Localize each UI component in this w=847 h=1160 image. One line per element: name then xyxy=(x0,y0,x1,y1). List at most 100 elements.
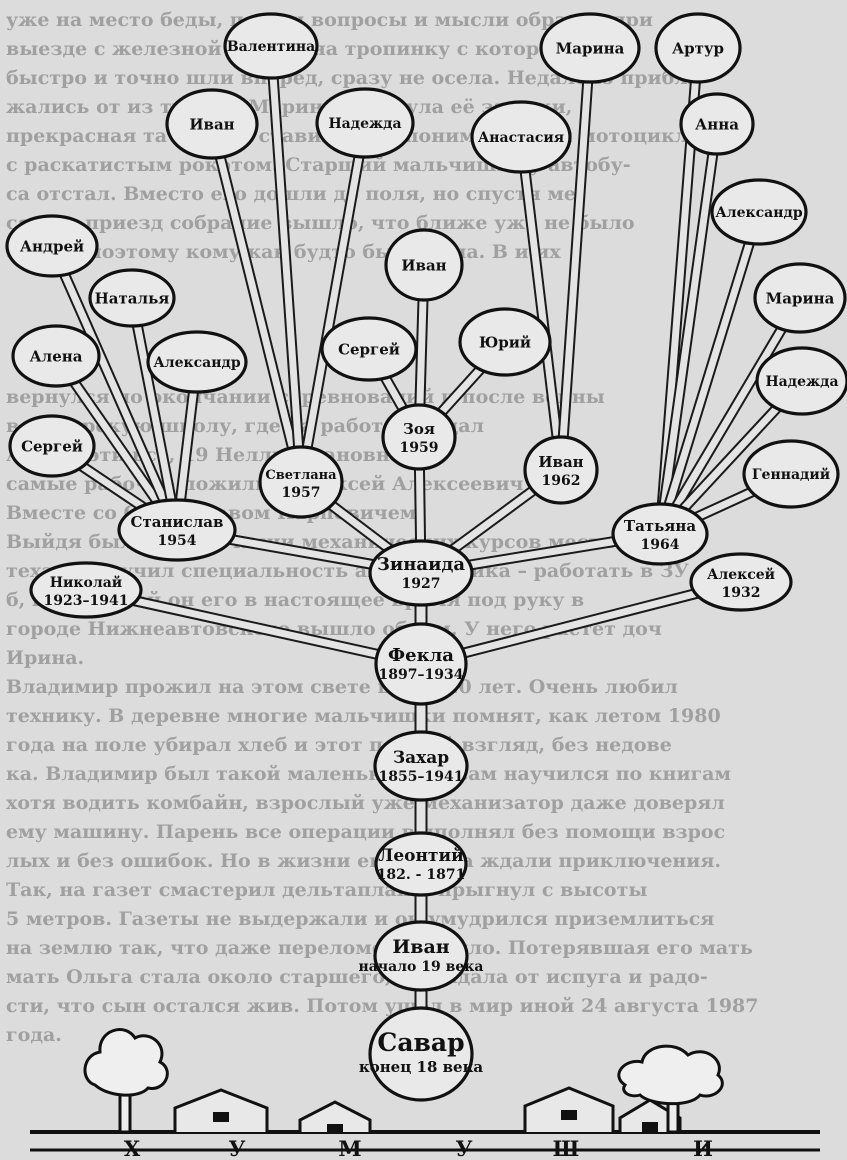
node-ellipse xyxy=(742,439,840,509)
person-years: 1954 xyxy=(158,533,197,549)
node-ellipse xyxy=(146,330,248,394)
person-years: 1957 xyxy=(282,485,321,501)
background-text-line: Так, на газет смастерил дельтаплан и пры… xyxy=(6,879,648,901)
person-name: Зоя xyxy=(403,420,435,438)
person-name: Андрей xyxy=(20,237,84,255)
branch-svetlana-valentina xyxy=(265,45,307,483)
background-text-line: хотя водить комбайн, взрослый уже механи… xyxy=(6,792,725,814)
person-node-natalya: Наталья xyxy=(88,268,176,328)
person-name: Савар xyxy=(377,1028,464,1057)
branch-tatyana-aleksandr2 xyxy=(654,210,765,536)
person-node-alena: Алена xyxy=(11,324,101,388)
person-name: Марина xyxy=(766,289,835,307)
person-years: 1855–1941 xyxy=(379,769,464,785)
house-icon xyxy=(298,1100,372,1134)
person-years: 182. - 1871 xyxy=(377,867,466,883)
background-text-line: теха и получил специальность автомеханик… xyxy=(6,560,689,582)
person-name: Станислав xyxy=(131,513,224,531)
left-tree-icon xyxy=(83,1028,169,1134)
person-name: Александр xyxy=(715,205,802,221)
background-text-line: са отстал. Вместо его дошли до поля, но … xyxy=(6,183,584,205)
branch-stanislav-natalya xyxy=(126,296,183,532)
person-years: 1923–1941 xyxy=(44,593,129,609)
node-ellipse xyxy=(755,346,847,416)
person-node-gennadiy: Геннадий xyxy=(742,439,840,509)
person-node-anastasiya: Анастасия xyxy=(470,100,572,174)
branch-svetlana-nadezhda1 xyxy=(295,122,371,483)
branch-ivan1962-anastasiya xyxy=(515,136,567,471)
person-node-aleksandr1: Александр xyxy=(146,330,248,394)
person-node-svetlana: Светлана 1957 xyxy=(258,445,344,519)
background-text-line: ка. Владимир был такой маленький, но сам… xyxy=(6,763,731,785)
node-ellipse xyxy=(374,622,468,706)
branch-svetlana-ivan_a xyxy=(206,122,307,484)
background-text-line: жались от из тракта. Марина затянула её … xyxy=(6,96,573,118)
node-ellipse xyxy=(368,539,474,607)
person-years: 1932 xyxy=(722,585,761,601)
person-node-anna: Анна xyxy=(679,92,755,156)
person-name: Сергей xyxy=(338,340,400,358)
person-node-sergey1: Сергей xyxy=(8,414,96,478)
background-text-line: ему машину. Парень все операции выполнял… xyxy=(6,821,726,843)
background-text-line: сти, что сын остался жив. Потом ушел в м… xyxy=(6,995,759,1017)
house-icon xyxy=(523,1086,615,1132)
person-name: Надежда xyxy=(328,116,401,132)
branch-fekla-nikolay xyxy=(84,584,423,670)
house-icon xyxy=(173,1088,269,1132)
person-years: 1962 xyxy=(542,473,581,489)
node-ellipse xyxy=(539,12,641,84)
background-text-line: технику. В деревне многие мальчишки помн… xyxy=(6,705,721,727)
person-node-nadezhda1: Надежда xyxy=(315,87,415,159)
node-ellipse xyxy=(458,307,552,377)
person-name: Захар xyxy=(393,748,449,768)
branch-ivan1962-marina1 xyxy=(555,47,596,471)
node-ellipse xyxy=(368,1006,474,1102)
node-ellipse xyxy=(373,920,469,992)
background-text-line: уже на место беды, пошли вопросы и мысли… xyxy=(6,9,654,31)
background-text-line: сяц на приезд собрание вышло, что ближе … xyxy=(6,212,635,234)
person-name: Иван xyxy=(392,936,449,958)
node-ellipse xyxy=(117,498,237,562)
background-text-line: городе Нижнеавтовского вышло обоим. У не… xyxy=(6,618,662,640)
node-ellipse xyxy=(679,92,755,156)
person-node-nadezhda2: Надежда xyxy=(755,346,847,416)
node-ellipse xyxy=(165,88,259,160)
person-name: Иван xyxy=(189,115,234,133)
branch-fekla-aleksey xyxy=(419,576,743,670)
person-name: Артур xyxy=(672,39,724,57)
person-name: Иван xyxy=(538,453,583,471)
background-text-line: года. xyxy=(6,1024,62,1046)
person-node-sergey2: Сергей xyxy=(320,316,418,382)
person-name: Надежда xyxy=(765,374,838,390)
person-node-ivan_z: Иван xyxy=(384,228,464,302)
person-name: Татьяна xyxy=(624,517,696,535)
person-node-marina1: Марина xyxy=(539,12,641,84)
person-name: Светлана xyxy=(265,468,337,483)
person-node-artur: Артур xyxy=(654,12,742,84)
person-name: Леонтий xyxy=(378,846,464,866)
person-node-ivan1962: Иван 1962 xyxy=(523,435,599,505)
person-node-ivan_a: Иван xyxy=(165,88,259,160)
person-name: Анна xyxy=(695,115,739,133)
node-ellipse xyxy=(223,12,319,80)
node-ellipse xyxy=(611,502,709,566)
person-name: Валентина xyxy=(227,39,315,55)
person-years: 1927 xyxy=(402,576,441,592)
village-name-letter: М xyxy=(338,1136,361,1160)
person-years: 1897–1934 xyxy=(379,667,464,683)
node-ellipse xyxy=(384,228,464,302)
village-name-letter: И xyxy=(693,1136,713,1160)
person-name: Фекла xyxy=(388,645,454,666)
person-years: 1964 xyxy=(641,537,680,553)
